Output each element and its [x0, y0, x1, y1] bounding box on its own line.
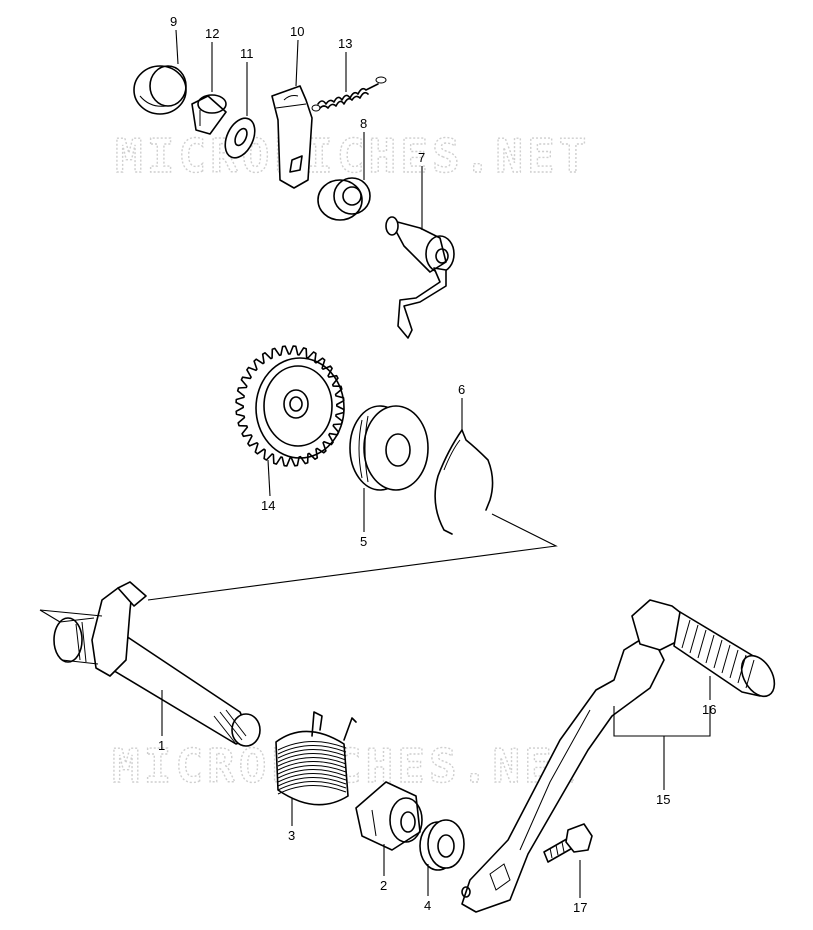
part-1-shaft: [53, 581, 261, 747]
callout-12: 12: [205, 26, 219, 41]
part-3-spring: [275, 711, 357, 806]
assembly-lines: [39, 513, 558, 623]
part-10-plate: [271, 85, 313, 189]
callout-5: 5: [360, 534, 367, 549]
callout-9: 9: [170, 14, 177, 29]
part-2-bushing: [355, 781, 423, 851]
part-5-spacer: [349, 405, 429, 491]
callout-13: 13: [338, 36, 352, 51]
watermark-bottom: MICROFICHES.NET: [112, 739, 587, 793]
part-6-clip: [434, 429, 494, 535]
callout-3: 3: [288, 828, 295, 843]
callout-4: 4: [424, 898, 431, 913]
part-12-collar: [191, 94, 227, 135]
part-9-cap: [133, 65, 187, 115]
callout-8: 8: [360, 116, 367, 131]
callout-7: 7: [418, 150, 425, 165]
callout-16: 16: [702, 702, 716, 717]
part-15-lever: [461, 599, 691, 913]
part-11-washer: [224, 117, 256, 159]
callout-10: 10: [290, 24, 304, 39]
watermark-top: MICROFICHES.NET: [115, 129, 590, 183]
callout-2: 2: [380, 878, 387, 893]
callout-labels: 9 12 11 10 13 8 7 6 14 5 1 3 2 4 17 16 1…: [158, 14, 716, 915]
part-8-bearing: [317, 177, 371, 221]
part-4-seal: [419, 819, 465, 871]
leader-lines: [161, 29, 711, 898]
callout-6: 6: [458, 382, 465, 397]
part-16-grip: [673, 611, 776, 698]
callout-17: 17: [573, 900, 587, 915]
callout-14: 14: [261, 498, 275, 513]
part-7-pin: [385, 216, 455, 339]
callout-1: 1: [158, 738, 165, 753]
part-17-bolt: [543, 823, 593, 863]
callout-11: 11: [240, 46, 254, 61]
callout-15: 15: [656, 792, 670, 807]
part-13-spring: [311, 76, 387, 112]
part-14-gear: [235, 345, 345, 467]
